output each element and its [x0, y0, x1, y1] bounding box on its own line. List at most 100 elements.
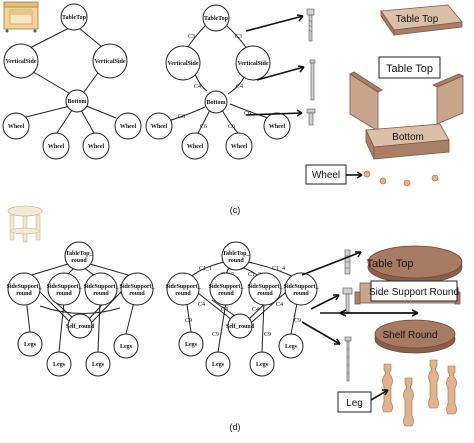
wheel-parts: [363, 170, 439, 187]
tree-c-left-node-wheel-4: Wheel: [114, 112, 142, 140]
svg-text:SideSupport_: SideSupport_: [46, 284, 82, 290]
svg-text:C1_1: C1_1: [199, 266, 212, 272]
tree-c-right-node-verticalside-2: VerticalSide: [235, 45, 271, 81]
svg-text:round: round: [129, 291, 145, 297]
tree-d-right-node-sidesupport-2: SideSupport_ round: [208, 272, 245, 306]
svg-text:TableTop_: TableTop_: [66, 251, 94, 257]
tree-c-left-node-tabletop: TableTop: [60, 3, 88, 31]
svg-text:Wheel: Wheel: [231, 144, 248, 150]
table-top-part: Table Top: [380, 4, 463, 37]
svg-text:C4: C4: [276, 302, 283, 308]
svg-text:SideSupport_: SideSupport_: [283, 284, 319, 290]
tree-d-right-node-sidesupport-3: SideSupport_ round: [247, 272, 284, 306]
svg-text:Self_round: Self_round: [66, 324, 95, 330]
long-screw-icon: [344, 336, 352, 382]
arrows-c: [245, 14, 305, 117]
svg-text:Leg: Leg: [346, 398, 363, 409]
svg-text:Legs: Legs: [285, 344, 298, 350]
svg-text:round: round: [293, 291, 309, 297]
svg-text:C4: C4: [221, 307, 228, 313]
svg-text:C1_3: C1_3: [248, 272, 261, 278]
callout-table-top: Table Top: [378, 56, 441, 79]
cabinet-photo: [3, 1, 39, 33]
caption-d: (d): [230, 422, 241, 432]
svg-text:C9: C9: [264, 332, 271, 338]
cam-bolt-icon: [342, 287, 353, 313]
svg-text:Legs: Legs: [53, 362, 66, 368]
svg-text:Wheel: Wheel: [269, 124, 286, 130]
tree-c-right-node-wheel-1: Wheel: [145, 112, 173, 140]
svg-text:Legs: Legs: [120, 344, 133, 350]
svg-text:Wheel: Wheel: [48, 144, 65, 150]
svg-text:Bottom: Bottom: [68, 99, 87, 105]
svg-text:SideSupport_: SideSupport_: [208, 284, 244, 290]
svg-text:Wheel: Wheel: [312, 170, 340, 181]
svg-text:C3: C3: [235, 34, 242, 40]
svg-text:Self_round: Self_round: [226, 324, 255, 330]
tree-c-right-node-wheel-4: Wheel: [263, 112, 291, 140]
svg-text:C4: C4: [198, 302, 205, 308]
svg-text:round: round: [218, 291, 234, 297]
svg-text:VerticalSide: VerticalSide: [5, 59, 36, 65]
svg-text:SideSupport_: SideSupport_: [6, 284, 42, 290]
tree-d-left: TableTop_ round SideSupport_ round SideS…: [6, 241, 156, 377]
svg-text:Table Top: Table Top: [386, 63, 433, 75]
svg-text:C4: C4: [236, 84, 243, 90]
vertical-side-parts: [349, 71, 464, 132]
svg-text:Wheel: Wheel: [8, 124, 25, 130]
svg-text:TableTop: TableTop: [62, 15, 87, 21]
svg-text:C9: C9: [294, 318, 301, 324]
svg-text:round: round: [175, 291, 191, 297]
tree-c-left-node-verticalside-1: VerticalSide: [3, 43, 39, 79]
svg-text:SideSupport_: SideSupport_: [119, 284, 155, 290]
svg-text:Shelf Round: Shelf Round: [382, 330, 437, 341]
svg-text:TableTop_: TableTop_: [223, 251, 251, 257]
svg-text:VerticalSide: VerticalSide: [237, 61, 268, 67]
tree-c-right-node-wheel-2: Wheel: [181, 132, 209, 160]
tree-d-left-node-sidesupport-1: SideSupport_ round: [6, 272, 43, 306]
tree-d-left-node-legs-1: Legs: [17, 331, 43, 357]
svg-text:Legs: Legs: [92, 362, 105, 368]
svg-text:C1_4: C1_4: [272, 266, 285, 272]
tree-c-left-node-wheel-1: Wheel: [2, 112, 30, 140]
svg-text:SideSupport_: SideSupport_: [247, 284, 283, 290]
svg-text:round: round: [16, 291, 32, 297]
svg-text:round: round: [228, 258, 244, 264]
svg-text:Wheel: Wheel: [88, 144, 105, 150]
tree-c-left-node-bottom: Bottom: [65, 89, 89, 113]
svg-text:C6: C6: [244, 111, 251, 117]
svg-text:Legs: Legs: [24, 342, 37, 348]
round-table-photo: [7, 205, 43, 243]
tree-c-left: TableTop VerticalSide VerticalSide Botto…: [2, 3, 142, 160]
callout-side-support-round: Side Support Round: [369, 280, 459, 302]
svg-text:Legs: Legs: [256, 362, 269, 368]
tree-d-left-node-legs-3: Legs: [85, 351, 111, 377]
screw-icon: [306, 108, 316, 126]
svg-text:Table Top: Table Top: [396, 14, 439, 25]
tree-d-left-node-sidesupport-4: SideSupport_ round: [119, 272, 156, 306]
tree-d-left-node-tabletop: TableTop_ round: [64, 241, 94, 271]
bottom-part: Bottom: [365, 123, 450, 160]
pin-icon: [309, 59, 316, 101]
tree-d-right-node-legs-1: Legs: [178, 331, 204, 357]
tree-c-right-edge-labels: C3 C3 C4 C4 C6 C6 C6 C6: [178, 34, 251, 130]
svg-text:Wheel: Wheel: [120, 124, 137, 130]
callout-leg: Leg: [337, 389, 389, 413]
legs-parts: [382, 359, 457, 427]
tree-d-left-node-sidesupport-3: SideSupport_ round: [83, 272, 120, 306]
svg-text:round: round: [257, 291, 273, 297]
svg-text:Table Top: Table Top: [367, 258, 414, 270]
svg-text:Legs: Legs: [185, 342, 198, 348]
svg-text:Side Support Round: Side Support Round: [369, 287, 459, 298]
svg-text:Bottom: Bottom: [392, 132, 424, 143]
svg-text:C6: C6: [200, 124, 207, 130]
svg-text:C9: C9: [185, 318, 192, 324]
tree-d-right-node-sidesupport-4: SideSupport_ round: [283, 272, 320, 306]
svg-text:VerticalSide: VerticalSide: [167, 61, 198, 67]
svg-text:C6: C6: [228, 124, 235, 130]
tree-c-right-node-wheel-3: Wheel: [225, 132, 253, 160]
tree-d-right: C1_1 C1_2 C1_3 C1_4 C4 C4 C4 C4 C9 C9 C9…: [165, 241, 320, 377]
hardware-c: [306, 8, 316, 126]
tree-c-left-node-verticalside-2: VerticalSide: [92, 43, 128, 79]
